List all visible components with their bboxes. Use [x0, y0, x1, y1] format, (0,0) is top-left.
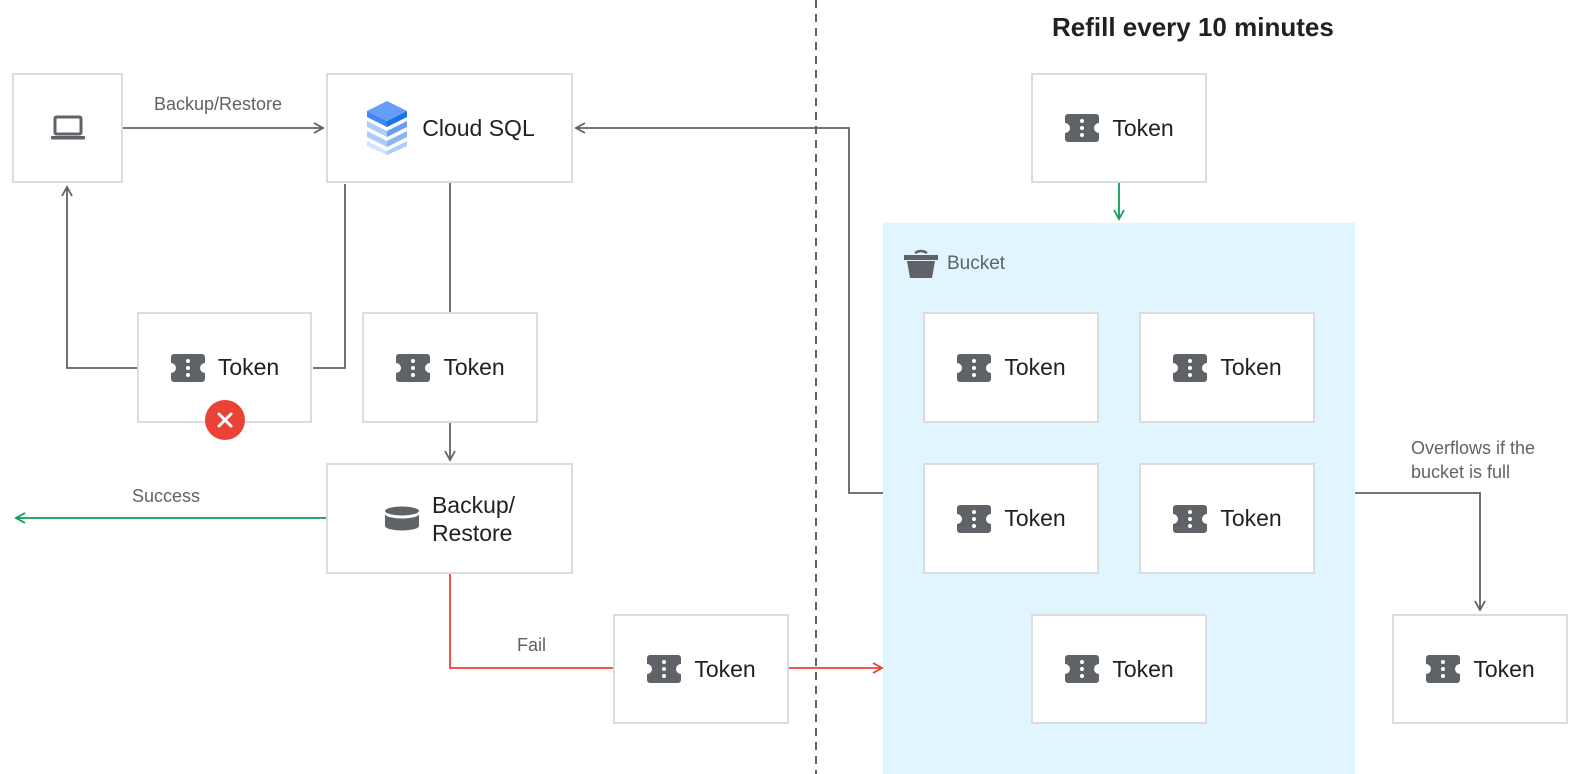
arrow-failed-token-to-laptop: [61, 185, 137, 369]
laptop-node: [12, 73, 123, 183]
backup-restore-label: Backup/ Restore: [431, 491, 516, 546]
bucket-token-3: Token: [923, 463, 1099, 574]
token-icon: [170, 353, 205, 382]
token-icon: [396, 353, 431, 382]
diagram-title: Refill every 10 minutes: [1052, 12, 1334, 42]
token-icon: [1065, 655, 1100, 683]
arrow-bucket-to-cloudsql: [574, 122, 883, 494]
backup-restore-node: Backup/ Restore: [326, 463, 573, 574]
bucket-token-5: Token: [1031, 614, 1207, 724]
token-label: Token: [1473, 655, 1535, 682]
line-fail: [449, 574, 613, 669]
token-label: Token: [1004, 505, 1066, 531]
token-label: Token: [1112, 655, 1174, 682]
laptop-icon: [50, 115, 85, 140]
token-icon: [647, 655, 682, 683]
token-node-refunded: Token: [613, 614, 789, 724]
token-label: Token: [1112, 114, 1174, 141]
token-icon: [1065, 114, 1100, 142]
token-label: Token: [443, 354, 505, 380]
token-icon: [1173, 504, 1208, 533]
bucket-icon: [904, 249, 938, 278]
token-label: Token: [217, 354, 280, 380]
token-node-consumed: Token: [362, 312, 538, 423]
token-icon: [1173, 353, 1208, 382]
database-icon: [384, 506, 419, 530]
error-x-icon: [205, 400, 245, 440]
token-label: Token: [1220, 505, 1282, 531]
bucket-label: Bucket: [947, 253, 1006, 274]
bucket-header: Bucket: [903, 249, 1005, 279]
token-node-overflow: Token: [1392, 614, 1568, 724]
cloud-sql-icon: [367, 101, 408, 155]
cloud-sql-label: Cloud SQL: [422, 114, 535, 141]
token-icon: [957, 504, 992, 533]
token-label: Token: [1220, 354, 1282, 380]
cloud-sql-node: Cloud SQL: [326, 73, 573, 183]
token-icon: [1426, 655, 1461, 683]
label-overflow: Overflows if the bucket is full: [1411, 438, 1536, 482]
token-label: Token: [694, 655, 756, 682]
arrow-overflow: [1355, 492, 1486, 612]
token-icon: [957, 353, 992, 382]
bucket-token-4: Token: [1139, 463, 1315, 574]
line-cloudsql-to-failed-token: [313, 184, 346, 369]
label-fail: Fail: [517, 635, 547, 655]
token-node-refill: Token: [1031, 73, 1207, 183]
label-success: Success: [132, 486, 201, 506]
token-label: Token: [1004, 354, 1066, 380]
bucket-token-1: Token: [923, 312, 1099, 423]
label-backup-restore: Backup/Restore: [154, 94, 283, 114]
bucket-token-2: Token: [1139, 312, 1315, 423]
